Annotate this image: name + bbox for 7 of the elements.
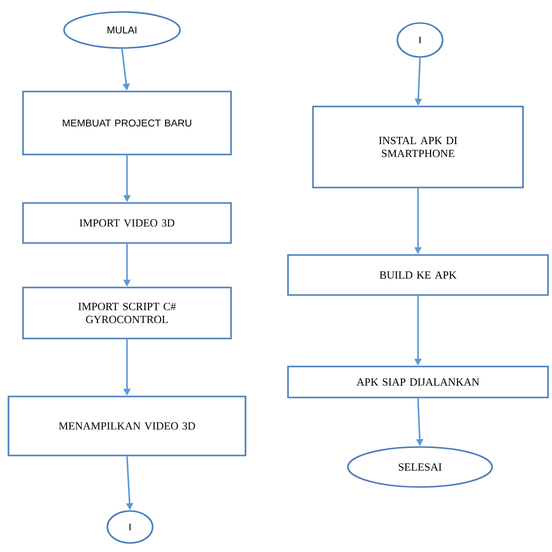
process-box: APK SIAP DIJALANKAN bbox=[287, 366, 549, 398]
process-box: IMPORT VIDEO 3D bbox=[22, 202, 232, 244]
process-box: MENAMPILKAN VIDEO 3D bbox=[8, 396, 246, 456]
process-box: INSTAL APK DI SMARTPHONE bbox=[312, 106, 524, 188]
process-box: IMPORT SCRIPT C# GYROCONTROL bbox=[22, 286, 232, 340]
process-box: BUILD KE APK bbox=[287, 254, 549, 296]
process-box: MEMBUAT PROJECT BARU bbox=[22, 90, 232, 156]
